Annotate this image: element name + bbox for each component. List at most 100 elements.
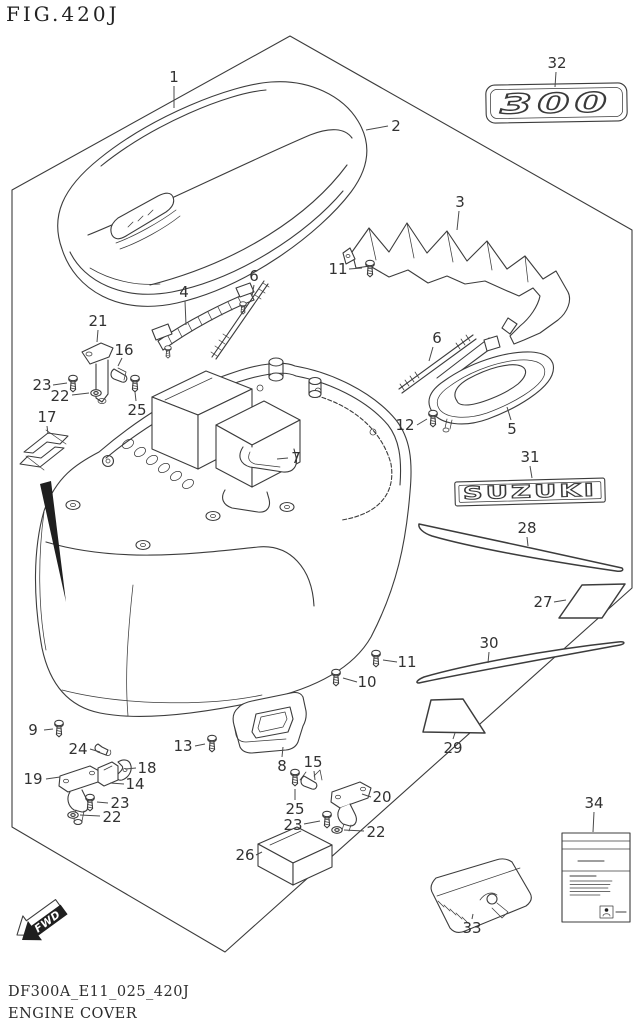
callout-12: 12 xyxy=(395,416,414,434)
washer-icon xyxy=(90,389,102,397)
tool-bag-33 xyxy=(430,858,532,934)
callout-10: 10 xyxy=(357,673,376,691)
parts-box-26 xyxy=(257,826,333,886)
corrugated-bracket xyxy=(342,222,571,345)
callout-leader-20 xyxy=(361,793,372,798)
callout-leader-19 xyxy=(45,776,61,780)
callout-4: 4 xyxy=(179,283,189,301)
side-vent-cover xyxy=(428,335,554,433)
handle-pad-8 xyxy=(232,691,307,754)
callout-leader-30 xyxy=(487,651,490,664)
callout-28: 28 xyxy=(517,519,536,537)
callout-21: 21 xyxy=(88,312,107,330)
callout-19: 19 xyxy=(23,770,42,788)
callout-34: 34 xyxy=(584,794,603,812)
intake-box-a xyxy=(151,370,253,470)
intake-tray xyxy=(239,446,297,473)
cover-scoop xyxy=(110,192,181,250)
callout-13: 13 xyxy=(173,737,192,755)
callout-22: 22 xyxy=(102,808,121,826)
callout-30: 30 xyxy=(479,634,498,652)
callout-leader-29 xyxy=(452,732,456,740)
callout-leader-23 xyxy=(303,820,321,825)
footer-name: ENGINE COVER xyxy=(8,1006,138,1022)
screw-icon xyxy=(207,734,217,753)
callout-leader-9 xyxy=(43,728,54,731)
washer-icon xyxy=(67,811,79,819)
callout-1: 1 xyxy=(169,68,179,86)
callout-2: 2 xyxy=(391,117,401,135)
callout-leader-33 xyxy=(471,913,474,920)
clip-15 xyxy=(299,769,323,790)
screw-icon xyxy=(322,810,332,829)
callout-leader-14 xyxy=(109,782,125,785)
emblem-pointer-wedge xyxy=(40,481,66,602)
screw-icon xyxy=(68,374,78,393)
washer-icon xyxy=(331,826,343,834)
callout-leader-7 xyxy=(276,457,289,460)
screw-icon xyxy=(428,409,438,428)
screw-icon xyxy=(130,374,140,393)
callout-leader-22 xyxy=(79,814,101,817)
callout-20: 20 xyxy=(372,788,391,806)
clip-24 xyxy=(94,743,112,756)
screw-icon xyxy=(164,345,172,359)
suzuki-s-emblem xyxy=(19,429,69,471)
callout-14: 14 xyxy=(125,775,144,793)
callout-leader-34 xyxy=(592,811,595,833)
callout-leader-4 xyxy=(184,300,187,326)
footer-code: DF300A_E11_025_420J xyxy=(8,984,189,1000)
callout-leader-28 xyxy=(526,536,529,547)
callout-leader-3 xyxy=(456,210,460,231)
screw-bosses xyxy=(65,499,295,551)
callout-leader-11 xyxy=(348,267,363,270)
callout-6: 6 xyxy=(432,329,442,347)
upper-engine-cover xyxy=(57,81,368,307)
callout-leader-8 xyxy=(281,746,284,758)
callout-leader-16 xyxy=(117,357,123,367)
rim-posts xyxy=(268,357,322,399)
frame-border xyxy=(11,35,633,953)
callout-leader-22 xyxy=(71,392,90,396)
callout-leader-23 xyxy=(52,382,68,386)
screw-icon xyxy=(54,719,64,738)
screw-icon xyxy=(331,668,341,687)
callout-23: 23 xyxy=(283,816,302,834)
callout-24: 24 xyxy=(68,740,87,758)
callout-5: 5 xyxy=(507,420,517,438)
lower-engine-cover xyxy=(34,357,412,717)
callout-leader-25 xyxy=(134,391,137,402)
callout-leader-27 xyxy=(553,599,567,603)
callout-leader-6 xyxy=(428,346,434,362)
badge-300-text: 300 xyxy=(500,88,613,121)
intake-tray-lower xyxy=(222,489,271,513)
caution-label-34 xyxy=(561,832,631,923)
callout-25: 25 xyxy=(127,401,146,419)
callout-leader-31 xyxy=(529,465,533,479)
fwd-arrow: FWD xyxy=(16,899,68,941)
bracket-14 xyxy=(97,761,119,787)
front-grille xyxy=(122,439,194,489)
callout-23: 23 xyxy=(110,794,129,812)
callout-23: 23 xyxy=(32,376,51,394)
callout-leader-32 xyxy=(554,71,557,88)
suzuki-decal-text: SUZUKI xyxy=(463,481,597,505)
callout-6: 6 xyxy=(249,267,259,285)
callout-leader-17 xyxy=(46,425,49,435)
callout-8: 8 xyxy=(277,757,287,775)
callout-3: 3 xyxy=(455,193,465,211)
callout-leader-5 xyxy=(506,406,512,421)
screw-icon xyxy=(371,649,381,668)
clip-16 xyxy=(110,367,128,383)
hinge-bracket-21 xyxy=(81,342,114,404)
callout-9: 9 xyxy=(28,721,38,739)
suzuki-decal: SUZUKI xyxy=(454,477,606,507)
callout-22: 22 xyxy=(50,387,69,405)
callout-15: 15 xyxy=(303,753,322,771)
callout-leader-26 xyxy=(255,851,263,856)
callout-18: 18 xyxy=(137,759,156,777)
callout-leader-13 xyxy=(194,743,206,747)
callout-11: 11 xyxy=(328,260,347,278)
